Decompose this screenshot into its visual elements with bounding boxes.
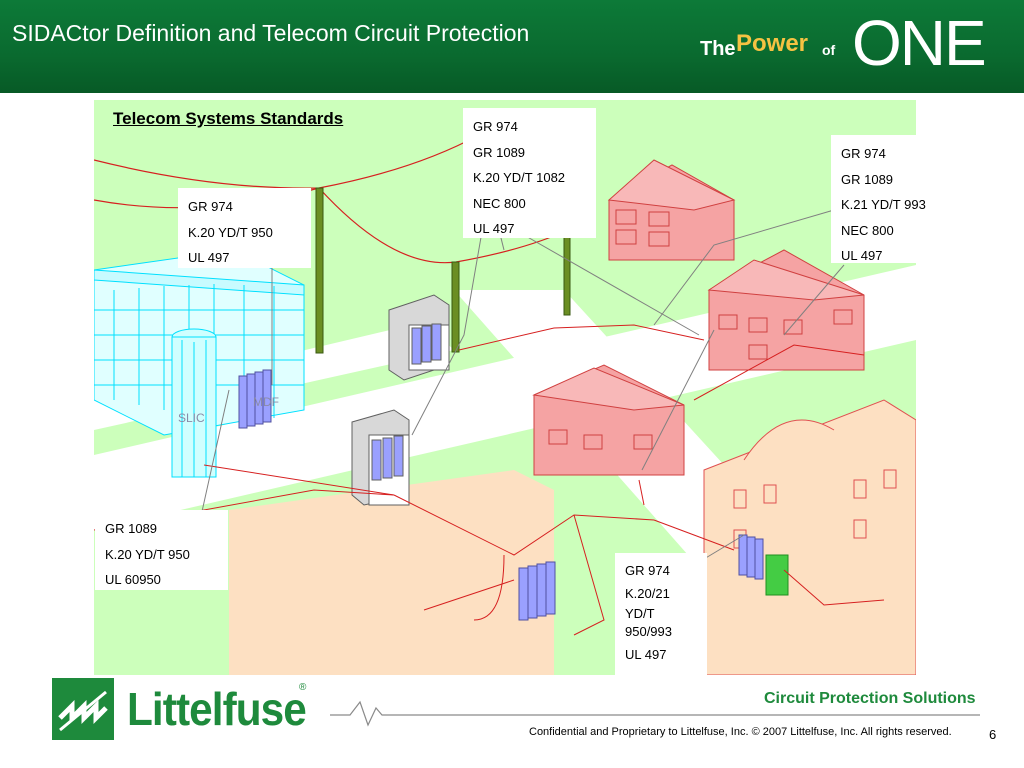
brand-power: Power xyxy=(736,30,809,57)
callout-cabinet-standards: GR 974 K.20/21 YD/T 950/993 UL 497 xyxy=(615,553,707,676)
standard-item: YD/T xyxy=(625,606,655,621)
standard-item: UL 497 xyxy=(473,221,515,236)
standard-item: GR 974 xyxy=(188,199,233,214)
callout-house-standards: GR 974 GR 1089 K.21 YD/T 993 NEC 800 UL … xyxy=(831,135,944,263)
standard-item: GR 974 xyxy=(625,563,670,578)
standard-item: K.20 YD/T 950 xyxy=(105,546,190,562)
callout-mdf-standards: GR 974 K.20 YD/T 950 UL 497 xyxy=(178,188,311,268)
section-title: Telecom Systems Standards xyxy=(113,109,344,128)
house-middle xyxy=(532,364,685,476)
standard-item: K.20 YD/T 1082 xyxy=(473,170,566,185)
standard-item: K.20/21 xyxy=(625,586,670,601)
brand-of: of xyxy=(822,42,836,58)
registered-mark: ® xyxy=(299,682,307,693)
standard-item: GR 974 xyxy=(473,119,518,134)
house-right xyxy=(707,249,865,371)
standard-item: UL 497 xyxy=(188,250,230,265)
standard-item: GR 1089 xyxy=(841,171,894,187)
slide-title: SIDACtor Definition and Telecom Circuit … xyxy=(12,20,530,46)
littelfuse-logo: Littelfuse ® xyxy=(52,678,314,740)
standard-item: GR 974 xyxy=(841,146,886,161)
brand-one: ONE xyxy=(852,7,987,79)
header-bar: SIDACtor Definition and Telecom Circuit … xyxy=(0,0,1024,93)
footer-tagline: Circuit Protection Solutions xyxy=(764,690,976,707)
standard-item: GR 1089 xyxy=(105,521,158,536)
power-of-one-logo: The Power of ONE xyxy=(700,7,1024,93)
callout-slic-standards: GR 1089 K.20 YD/T 950 UL 60950 xyxy=(95,510,228,590)
page-number: 6 xyxy=(989,727,997,742)
standard-item: 950/993 xyxy=(625,624,672,639)
standard-item: UL 497 xyxy=(625,647,667,662)
slic-label: SLIC xyxy=(178,411,205,425)
slic-equipment xyxy=(518,534,789,621)
standard-item: UL 60950 xyxy=(105,572,161,587)
callout-pole-standards: GR 974 GR 1089 K.20 YD/T 1082 NEC 800 UL… xyxy=(463,108,596,238)
standard-item: K.21 YD/T 993 xyxy=(841,197,926,212)
logo-wordmark: Littelfuse xyxy=(127,683,307,735)
building-lower-right xyxy=(703,399,917,676)
standard-item: K.20 YD/T 950 xyxy=(188,224,273,240)
confidential-notice: Confidential and Proprietary to Littelfu… xyxy=(529,726,952,738)
cabinets xyxy=(351,294,450,506)
standard-item: UL 497 xyxy=(841,248,883,263)
standard-item: NEC 800 xyxy=(473,195,526,211)
standard-item: NEC 800 xyxy=(841,222,894,238)
mdf-equipment xyxy=(238,369,272,429)
lot-lower xyxy=(229,470,554,675)
house-upper xyxy=(607,159,736,261)
mdf-label: MDF xyxy=(253,395,279,409)
littelfuse-mark-icon xyxy=(52,678,114,740)
footer-wave-line xyxy=(330,700,980,727)
office-building xyxy=(93,249,305,478)
standard-item: GR 1089 xyxy=(473,144,526,160)
brand-the: The xyxy=(700,38,736,60)
